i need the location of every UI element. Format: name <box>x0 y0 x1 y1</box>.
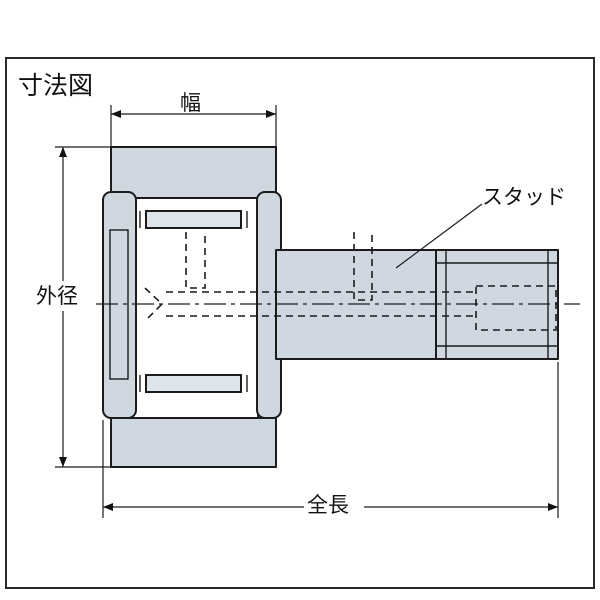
stud-label: スタッド <box>482 185 566 209</box>
width-dimension: 幅 <box>110 91 277 150</box>
stud-callout: スタッド <box>395 185 566 269</box>
outer-diameter-dimension: 外径 <box>36 146 111 468</box>
total-length-label: 全長 <box>307 493 349 517</box>
hidden-lines <box>144 232 557 331</box>
drawing-title: 寸法図 <box>18 71 93 100</box>
width-label: 幅 <box>180 91 201 115</box>
stud-head-flange <box>102 191 282 419</box>
total-length-dimension: 全長 <box>102 362 559 520</box>
outer-diameter-label: 外径 <box>36 284 78 308</box>
needle-rollers <box>139 210 248 393</box>
